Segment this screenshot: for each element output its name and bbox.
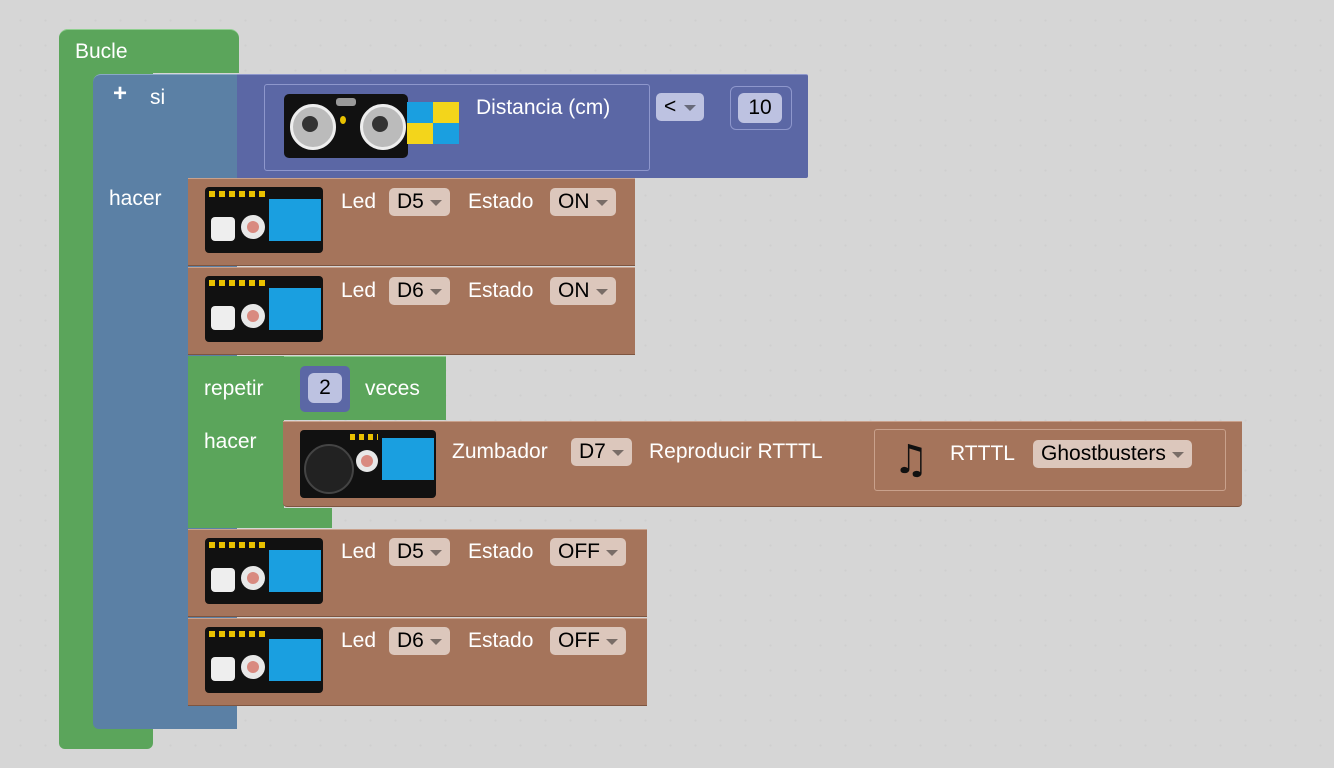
led-module-icon (205, 276, 323, 342)
loop-label: Bucle (75, 40, 128, 63)
buzzer-pin-dropdown[interactable]: D7 (571, 438, 632, 466)
led-state-label: Estado (468, 279, 534, 302)
led-state-dropdown[interactable]: OFF (550, 627, 626, 655)
led-module-icon (205, 187, 323, 253)
buzzer-label: Zumbador (452, 440, 548, 463)
led-state-label: Estado (468, 629, 534, 652)
repeat-count-field[interactable]: 2 (308, 373, 342, 403)
ultrasonic-sensor-icon (284, 94, 408, 158)
led-state-label: Estado (468, 190, 534, 213)
led-pin-dropdown[interactable]: D6 (389, 277, 450, 305)
if-label: si (150, 86, 166, 109)
rtttl-song-dropdown[interactable]: Ghostbusters (1033, 440, 1192, 468)
led-state-label: Estado (468, 540, 534, 563)
led-state-dropdown[interactable]: ON (550, 277, 616, 305)
led-label: Led (341, 629, 377, 652)
buzzer-module-icon (300, 430, 436, 498)
led-label: Led (341, 540, 377, 563)
led-module-icon (205, 538, 323, 604)
operator-dropdown[interactable]: < (656, 93, 705, 121)
led-label: Led (341, 279, 377, 302)
rtttl-label: RTTTL (950, 442, 1015, 465)
led-pin-dropdown[interactable]: D5 (389, 188, 450, 216)
led-label: Led (341, 190, 377, 213)
led-pin-dropdown[interactable]: D5 (389, 538, 450, 566)
if-plus-icon[interactable]: + (113, 80, 128, 107)
loop-block-header (59, 29, 239, 73)
buzzer-action-label: Reproducir RTTTL (649, 440, 823, 463)
sensor-color-tile (407, 102, 459, 144)
repeat-block-body (188, 356, 284, 528)
led-module-icon (205, 627, 323, 693)
repeat-do-label: hacer (204, 430, 257, 453)
led-state-dropdown[interactable]: OFF (550, 538, 626, 566)
repeat-times-label: veces (365, 377, 420, 400)
led-pin-dropdown[interactable]: D6 (389, 627, 450, 655)
sensor-label: Distancia (cm) (476, 96, 611, 119)
music-note-icon: ♫ (893, 437, 929, 483)
led-state-dropdown[interactable]: ON (550, 188, 616, 216)
compare-value-field[interactable]: 10 (738, 93, 782, 123)
if-block-notch (110, 704, 237, 729)
repeat-label: repetir (204, 377, 264, 400)
repeat-block-bottom (188, 508, 332, 528)
if-do-label: hacer (109, 187, 162, 210)
